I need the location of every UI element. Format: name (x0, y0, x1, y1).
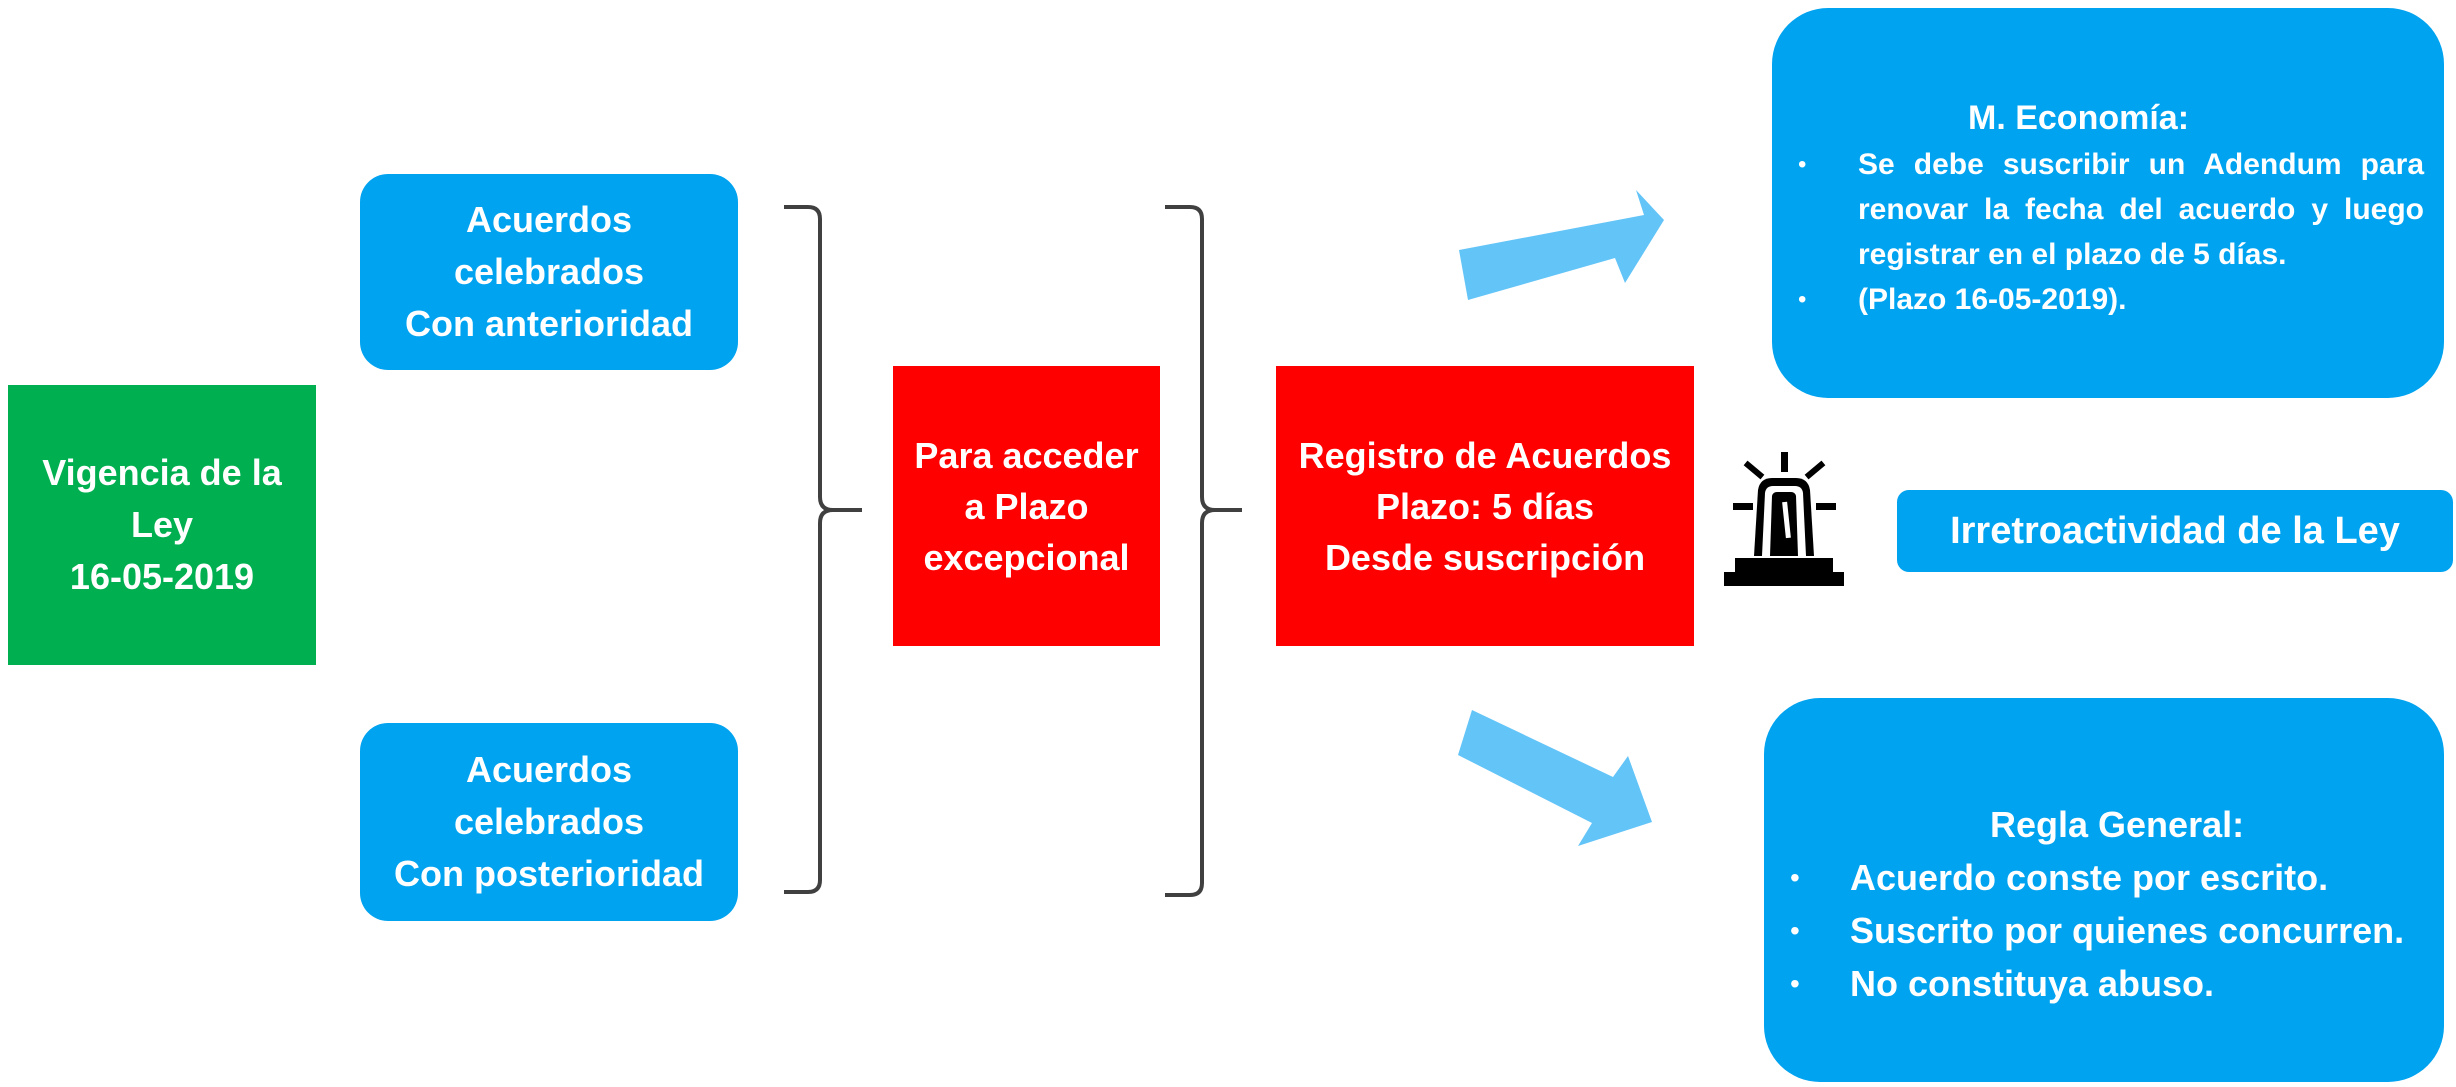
regla-list: Acuerdo conste por escrito. Suscrito por… (1790, 851, 2424, 1010)
registro-line-2: Plazo: 5 días (1375, 485, 1595, 527)
arrow-up-icon (1459, 190, 1664, 300)
economia-item: (Plazo 16-05-2019). (1798, 277, 2424, 322)
anterioridad-line-3: Con anterioridad (404, 303, 694, 344)
posterioridad-line-2: celebrados (453, 801, 645, 842)
vigencia-box: Vigencia de la Ley 16-05-2019 (8, 385, 316, 665)
vigencia-line-1: Vigencia de la (42, 452, 282, 493)
registro-acuerdos-box: Registro de Acuerdos Plazo: 5 días Desde… (1276, 366, 1694, 646)
acuerdos-anterioridad-box: Acuerdos celebrados Con anterioridad (360, 174, 738, 370)
acuerdos-posterioridad-box: Acuerdos celebrados Con posterioridad (360, 723, 738, 921)
irretroactividad-label: Irretroactividad de la Ley (1897, 490, 2453, 572)
anterioridad-line-1: Acuerdos (465, 199, 633, 240)
plazo-line-1: Para acceder (914, 434, 1139, 476)
economia-item: Se debe suscribir un Adendum para renova… (1798, 142, 2424, 277)
economia-heading: M. Economía: (1968, 99, 2190, 137)
posterioridad-line-3: Con posterioridad (393, 853, 704, 894)
registro-line-3: Desde suscripción (1324, 536, 1646, 578)
vigencia-line-2: Ley (130, 504, 194, 545)
plazo-excepcional-box: Para acceder a Plazo excepcional (893, 366, 1160, 646)
left-bracket (784, 205, 862, 894)
plazo-line-2: a Plazo (964, 485, 1089, 527)
vigencia-line-3: 16-05-2019 (69, 556, 255, 597)
regla-item: Acuerdo conste por escrito. (1790, 851, 2424, 904)
right-bracket (1165, 205, 1242, 897)
regla-item: Suscrito por quienes concurren. (1790, 904, 2424, 957)
regla-item: No constituya abuso. (1790, 957, 2424, 1010)
posterioridad-line-1: Acuerdos (465, 749, 633, 790)
regla-general-box: Regla General: Acuerdo conste por escrit… (1764, 698, 2444, 1082)
economia-box: M. Economía: Se debe suscribir un Adendu… (1772, 8, 2444, 398)
economia-list: Se debe suscribir un Adendum para renova… (1798, 142, 2424, 322)
plazo-line-3: excepcional (923, 536, 1130, 578)
regla-heading: Regla General: (1990, 804, 2245, 845)
registro-line-1: Registro de Acuerdos (1298, 434, 1672, 476)
anterioridad-line-2: celebrados (453, 251, 645, 292)
arrow-down-icon (1458, 710, 1652, 846)
